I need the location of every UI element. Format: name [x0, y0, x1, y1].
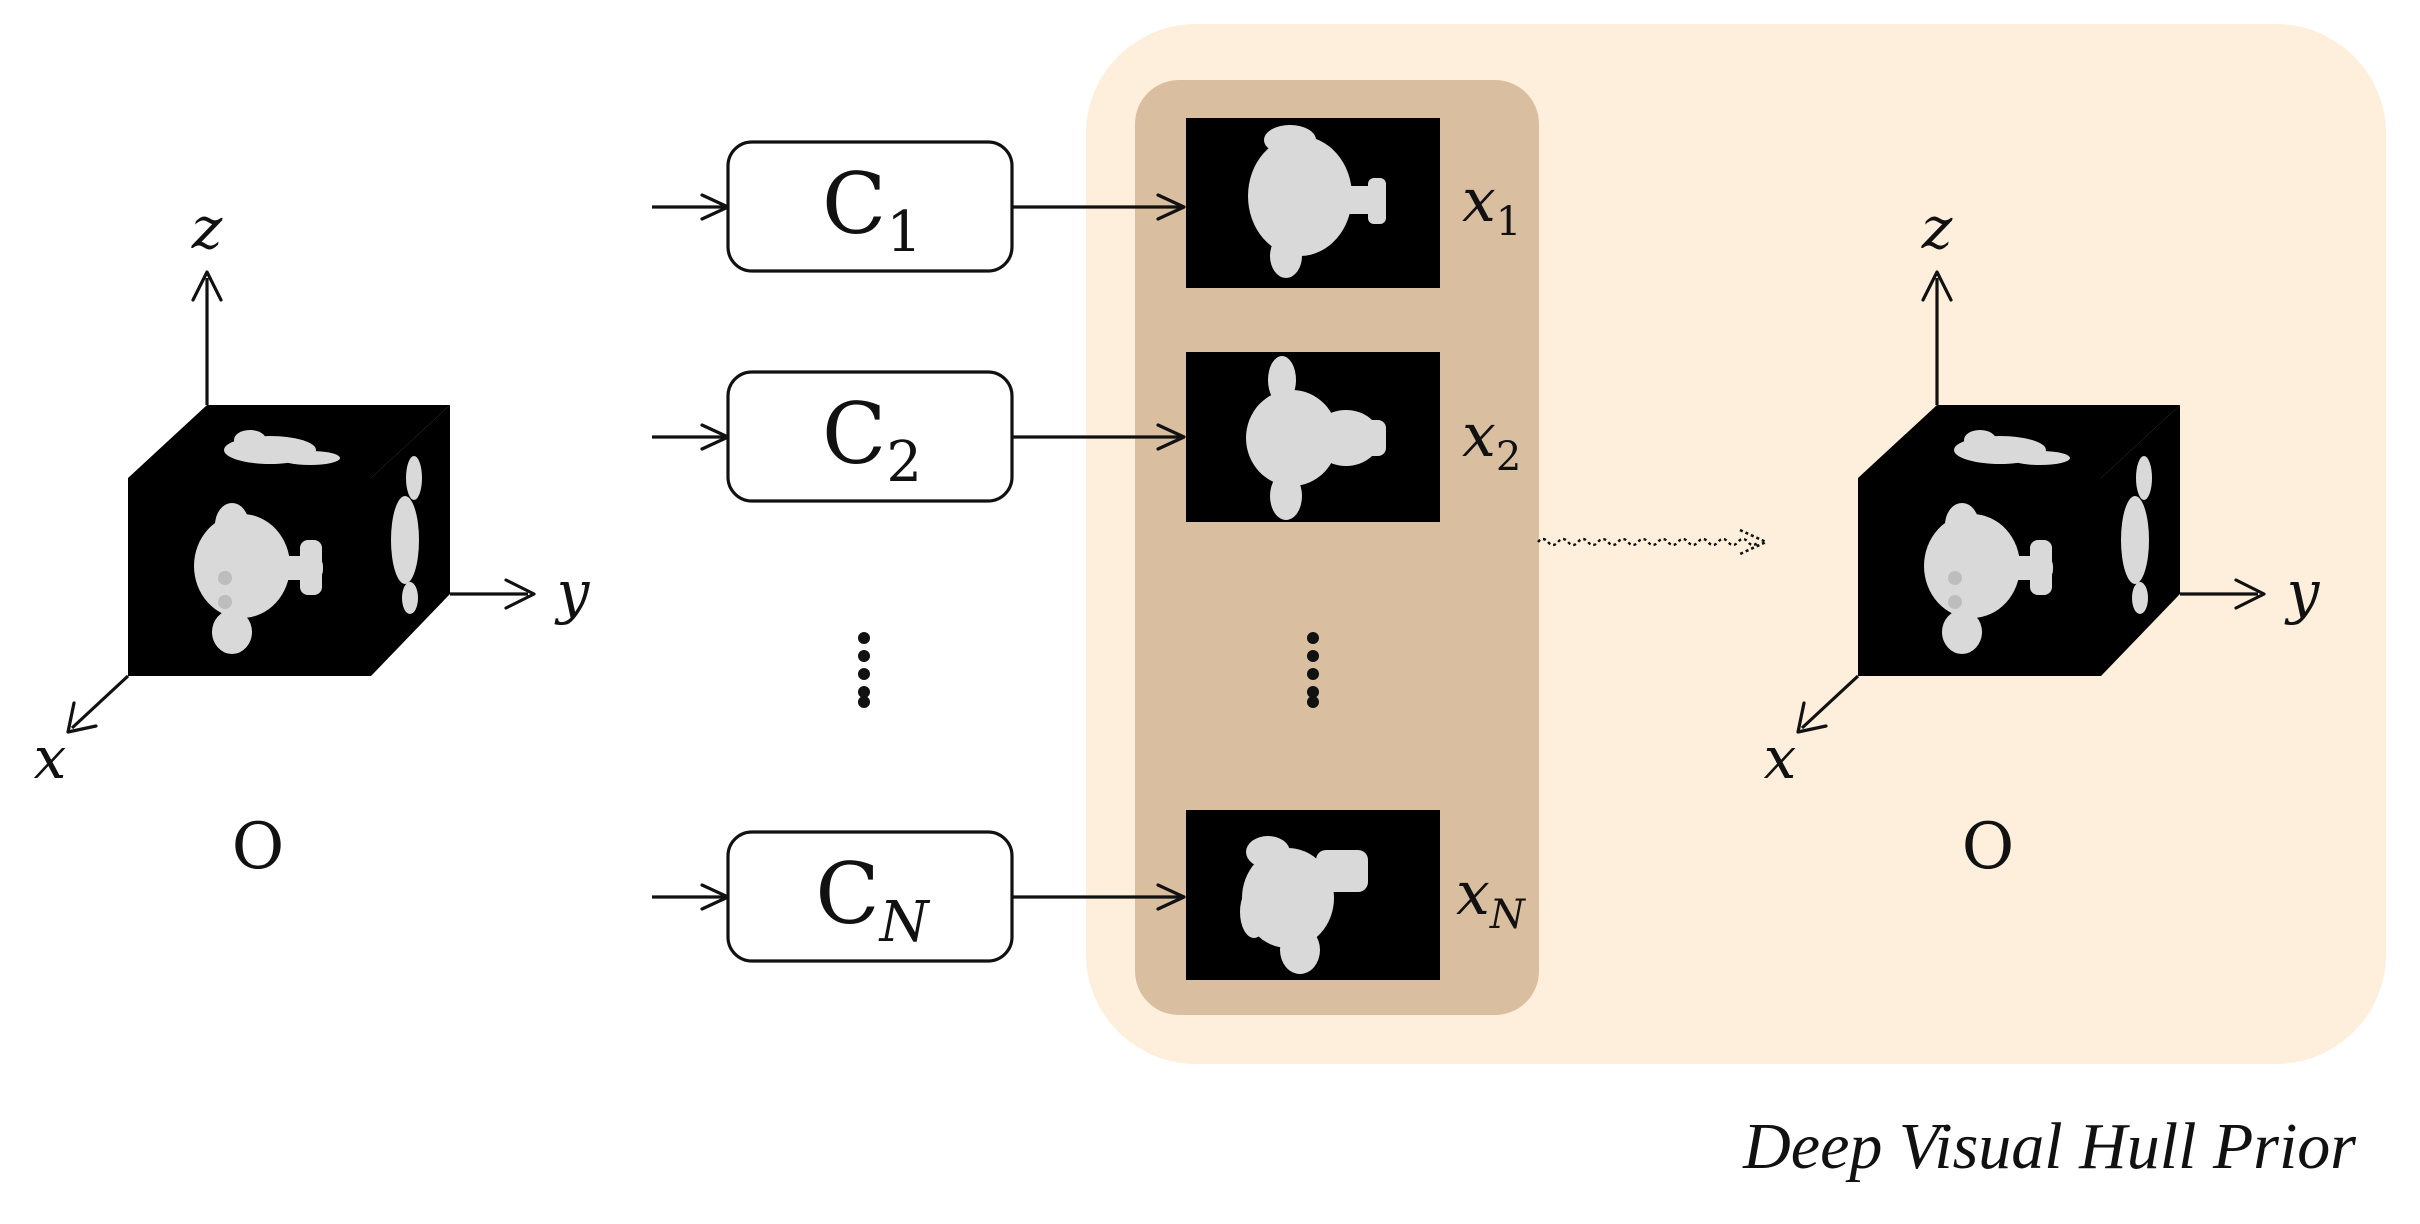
image-column — [1135, 80, 1539, 1015]
top-silhouette — [224, 430, 340, 465]
y-axis-label: y — [554, 558, 591, 626]
output-x-axis — [1800, 674, 1860, 730]
camera-2-output-arrowhead — [1156, 423, 1186, 451]
image-1: x1 — [1186, 118, 1521, 288]
output-y-axis-label: y — [2284, 558, 2321, 626]
output-y-arrowhead — [2234, 578, 2266, 610]
image-n: xN — [1186, 810, 1527, 980]
output-object-label: O — [1962, 810, 2014, 884]
front-silhouette — [194, 503, 323, 654]
camera-1: C1 — [652, 140, 1186, 273]
image-1-label: x1 — [1462, 166, 1521, 245]
y-arrowhead — [504, 578, 536, 610]
x-axis-label: x — [34, 724, 67, 792]
camera-1-label: C1 — [822, 155, 922, 265]
output-x-arrowhead — [1796, 701, 1828, 734]
image-ellipsis — [1307, 632, 1319, 708]
x-arrowhead — [66, 701, 98, 734]
input-object: z y x O — [34, 194, 591, 884]
output-z-axis-label: z — [1921, 194, 1953, 262]
camera-n: CN — [652, 830, 1186, 963]
prior-mapping-arrow — [1537, 528, 1770, 556]
image-2: x2 — [1186, 352, 1521, 522]
output-front-silhouette — [1924, 503, 2053, 654]
z-axis-label: z — [191, 194, 223, 262]
image-2-label: x2 — [1462, 401, 1521, 480]
camera-1-output-arrowhead — [1156, 193, 1186, 221]
output-top-silhouette — [1954, 430, 2070, 465]
region-caption: Deep Visual Hull Prior — [1742, 1110, 2356, 1183]
output-x-axis-label: x — [1764, 724, 1797, 792]
z-arrowhead — [191, 270, 223, 302]
camera-n-label: CN — [815, 845, 930, 955]
camera-n-output-arrowhead — [1156, 883, 1186, 911]
wavy-arrow-line — [1537, 537, 1759, 547]
output-z-arrowhead — [1921, 270, 1953, 302]
camera-2: C2 — [652, 370, 1186, 503]
input-object-label: O — [232, 810, 284, 884]
image-n-label: xN — [1456, 859, 1527, 938]
output-object: z y x O — [1764, 194, 2321, 884]
camera-ellipsis — [858, 632, 870, 708]
camera-2-label: C2 — [822, 385, 922, 495]
output-side-silhouette — [2121, 456, 2152, 614]
side-silhouette — [391, 456, 422, 614]
x-axis — [70, 674, 130, 730]
